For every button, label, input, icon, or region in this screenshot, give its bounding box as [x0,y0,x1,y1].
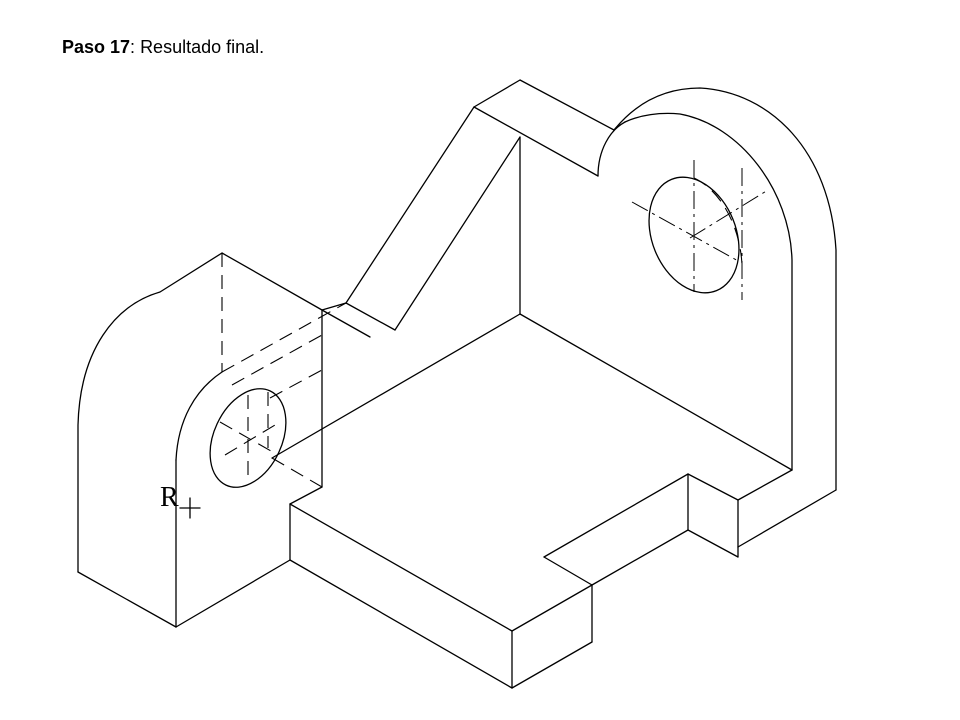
step-number: Paso 17 [62,37,131,57]
back-wall-top-edge [519,79,615,131]
left-block [77,252,347,628]
right-hole-ellipse [648,176,740,294]
right-hole [631,160,769,300]
left-hole-center-horizontal [219,421,279,456]
left-block-step-1 [289,486,323,505]
left-block-hidden-top [221,302,347,373]
rib-lower-left [321,302,347,311]
back-wall [473,79,837,548]
left-hole-center-cross [224,424,276,456]
base-top-left-edge [289,503,513,632]
step-description: Resultado final. [140,37,265,57]
rib-bottom-cap [345,302,396,331]
left-block-inner-arc [175,371,223,461]
left-hole [209,388,287,488]
left-block-outer-arc [77,252,223,573]
back-wall-inner-arc [624,112,793,471]
radius-label: R [160,482,179,513]
slot-front-edge [543,556,593,586]
radius-annotation: R [160,482,201,519]
base-back-left-edge [271,313,521,459]
left-block-top-back [221,252,323,311]
slot-back-edge [687,473,739,501]
right-hole-hidden-arc [693,177,743,266]
left-block-bottom-right [175,559,291,628]
left-block-hidden-hole-top [269,369,323,399]
step-caption: Paso 17: Resultado final. [62,37,264,58]
right-hole-center-cross [689,189,769,239]
slot-left-edge [543,473,689,558]
back-wall-inner-bottom [737,469,793,501]
right-hole-center-horizontal [631,201,741,263]
rib-lower-inner [321,309,371,338]
left-block-hidden-bottom [231,334,323,386]
base-bottom-left-edge [289,559,513,689]
slot-floor-edge [687,529,739,558]
base-front-right-top [511,584,593,632]
back-wall-top-front [473,106,599,177]
base-plate [271,313,793,689]
left-block-bottom-edge [77,571,177,628]
caption-separator: : [130,37,141,57]
back-wall-bottom-right [737,489,837,548]
rib-top-right-edge [394,136,521,331]
base-front-right-bottom [511,641,593,689]
left-hole-ellipse [209,388,287,488]
back-wall-outer-arc [613,87,837,491]
back-wall-top-left [473,79,521,108]
slot-inner-bottom [591,529,689,586]
left-block-hidden-hole-back [271,457,323,488]
back-wall-notch-arc [597,121,626,177]
rib-top-left-edge [345,106,475,304]
inclined-rib [321,106,521,338]
base-back-right-edge [519,313,793,471]
